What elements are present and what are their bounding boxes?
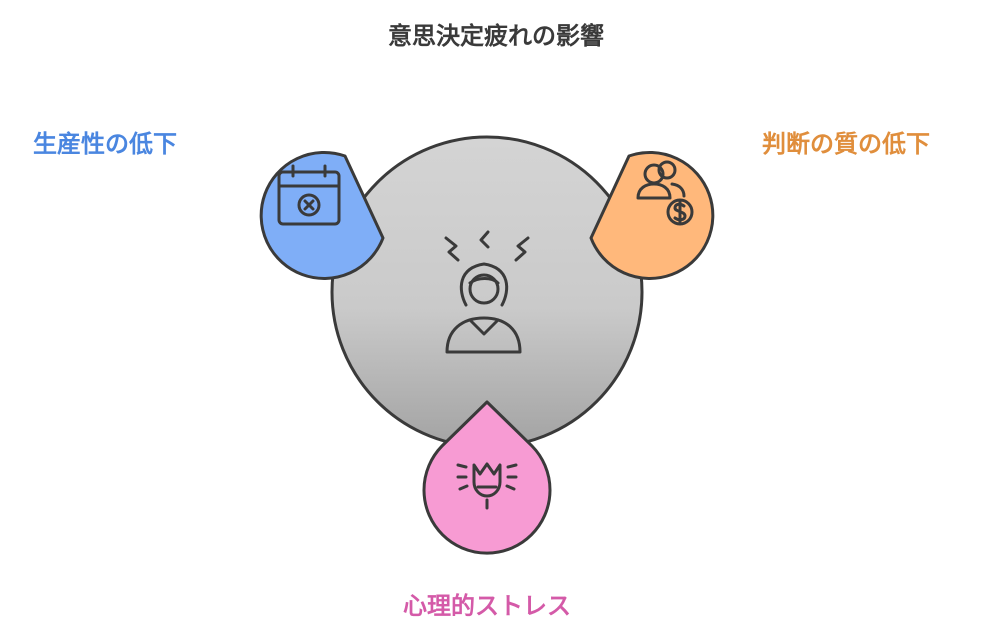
stressed-face-icon [456, 462, 518, 510]
people-money-icon [636, 160, 694, 226]
productivity-drop [259, 150, 385, 280]
label-productivity: 生産性の低下 [33, 130, 177, 158]
center-circle [330, 135, 644, 449]
label-decision-quality: 判断の質の低下 [762, 130, 930, 158]
stressed-person-icon [444, 230, 530, 354]
diagram-title: 意思決定疲れの影響 [388, 22, 604, 50]
calendar-cancel-icon [277, 164, 341, 226]
decision-drop [589, 150, 715, 280]
stress-drop [422, 400, 552, 555]
label-psychological-stress: 心理的ストレス [403, 592, 571, 620]
